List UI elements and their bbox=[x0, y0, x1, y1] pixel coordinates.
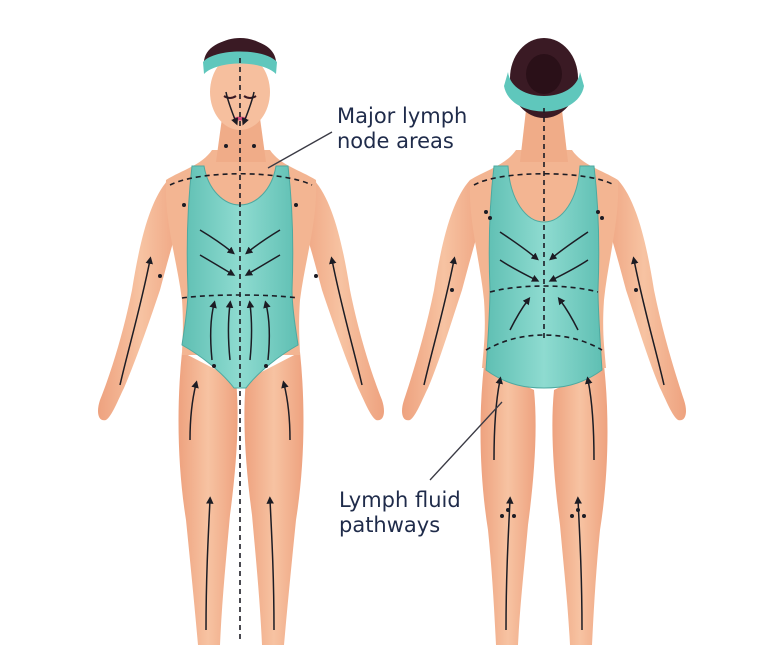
front-lymph-arrows bbox=[119, 91, 363, 631]
back-node-dots bbox=[450, 210, 638, 518]
pathways-pointer-line bbox=[429, 401, 503, 481]
back-swimsuit bbox=[485, 165, 603, 389]
back-left-arm bbox=[402, 180, 486, 421]
front-left-leg bbox=[178, 352, 238, 645]
front-neck bbox=[216, 118, 266, 162]
back-lymph-pathways bbox=[473, 108, 615, 351]
lymph-fluid-pathways-label: Lymph fluid pathways bbox=[339, 488, 461, 538]
back-right-arm bbox=[602, 180, 686, 421]
nodes-pointer-line bbox=[267, 131, 333, 169]
back-view-figure bbox=[402, 38, 686, 645]
back-lymph-arrows bbox=[423, 231, 665, 631]
lymph-node-label-line1: Major lymph bbox=[337, 104, 468, 128]
front-lymph-pathways bbox=[169, 58, 313, 640]
front-view-figure bbox=[98, 38, 384, 645]
front-node-dots bbox=[158, 144, 318, 368]
lymph-pathways-label-line2: pathways bbox=[339, 513, 441, 537]
front-right-leg bbox=[244, 352, 304, 645]
lymph-pathways-label-line1: Lymph fluid bbox=[339, 488, 461, 512]
back-left-leg bbox=[480, 365, 536, 645]
back-hair-bun bbox=[526, 54, 562, 94]
front-head bbox=[210, 54, 270, 130]
back-right-leg bbox=[552, 365, 608, 645]
front-eyes bbox=[223, 95, 257, 99]
lymph-node-areas-label: Major lymph node areas bbox=[337, 104, 467, 154]
back-headband bbox=[504, 72, 584, 112]
lymph-node-label-line2: node areas bbox=[337, 129, 454, 153]
